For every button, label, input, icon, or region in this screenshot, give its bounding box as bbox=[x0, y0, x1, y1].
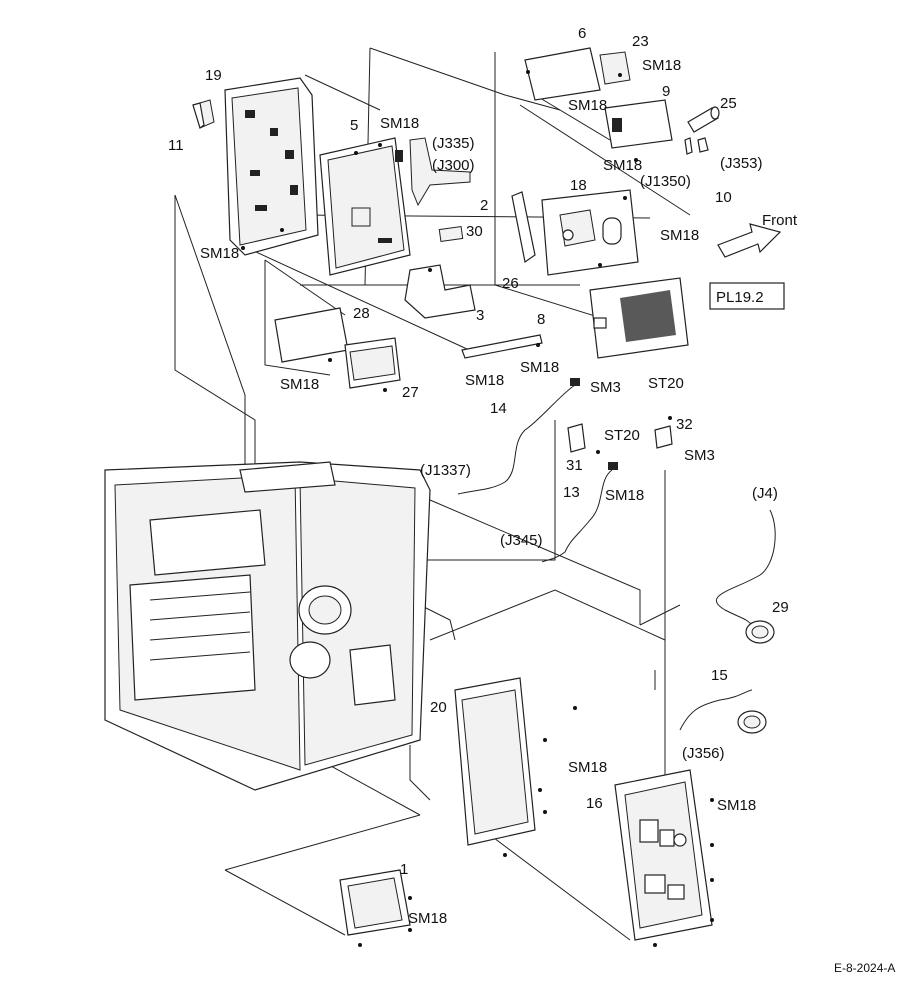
part-25-10 bbox=[684, 106, 720, 155]
part-6-23-bracket bbox=[524, 47, 631, 101]
screw-label: SM18 bbox=[520, 359, 559, 376]
part-31-32 bbox=[567, 416, 673, 454]
label-16: 16 bbox=[586, 795, 603, 812]
label-3: 3 bbox=[476, 307, 484, 324]
label-14: 14 bbox=[490, 400, 507, 417]
screw-label: SM18 bbox=[380, 115, 419, 132]
screw-label: SM18 bbox=[568, 759, 607, 776]
label-32: 32 bbox=[676, 416, 693, 433]
figure-id: E-8-2024-A bbox=[834, 961, 895, 975]
speaker-29 bbox=[716, 509, 776, 644]
label-27: 27 bbox=[402, 384, 419, 401]
screw-label: SM3 bbox=[684, 447, 715, 464]
label-5: 5 bbox=[350, 117, 358, 134]
part-20-plate bbox=[454, 677, 577, 857]
screw-label: SM18 bbox=[200, 245, 239, 262]
screw-label: ST20 bbox=[604, 427, 640, 444]
label-25: 25 bbox=[720, 95, 737, 112]
part-9-board bbox=[604, 99, 673, 162]
label-13: 13 bbox=[563, 484, 580, 501]
connector-labels: (J335) (J300) (J353) (J1350) (J1337) (J3… bbox=[420, 135, 778, 762]
connector-label: (J4) bbox=[752, 485, 778, 502]
machine-body bbox=[104, 461, 431, 791]
label-19: 19 bbox=[205, 67, 222, 84]
front-label: Front bbox=[762, 212, 798, 229]
screw-label: SM18 bbox=[603, 157, 642, 174]
ref-box-label: PL19.2 bbox=[716, 289, 764, 306]
screw-label: SM3 bbox=[590, 379, 621, 396]
screw-label: ST20 bbox=[648, 375, 684, 392]
part-18-shield bbox=[541, 189, 639, 276]
connector-label: (J353) bbox=[720, 155, 763, 172]
label-26: 26 bbox=[502, 275, 519, 292]
ref-box-frame bbox=[709, 282, 785, 310]
label-9: 9 bbox=[662, 83, 670, 100]
label-29: 29 bbox=[772, 599, 789, 616]
part-number-labels: 19 11 5 2 30 3 6 23 9 25 10 18 26 28 27 … bbox=[168, 25, 789, 878]
speaker-15 bbox=[679, 689, 767, 734]
part-26 bbox=[511, 191, 536, 264]
cover-pl19-2 bbox=[589, 277, 689, 359]
label-10: 10 bbox=[715, 189, 732, 206]
label-31: 31 bbox=[566, 457, 583, 474]
label-8: 8 bbox=[537, 311, 545, 328]
connector-label: (J335) bbox=[432, 135, 475, 152]
part-11 bbox=[192, 99, 215, 129]
screw-label: SM18 bbox=[568, 97, 607, 114]
part-2-cable bbox=[409, 137, 471, 207]
screw-label: SM18 bbox=[465, 372, 504, 389]
screw-label: SM18 bbox=[605, 487, 644, 504]
screw-label: SM18 bbox=[660, 227, 699, 244]
front-arrow-icon bbox=[717, 223, 782, 258]
label-6: 6 bbox=[578, 25, 586, 42]
label-23: 23 bbox=[632, 33, 649, 50]
label-2: 2 bbox=[480, 197, 488, 214]
connector-label: (J1350) bbox=[640, 173, 691, 190]
label-1: 1 bbox=[400, 861, 408, 878]
label-18: 18 bbox=[570, 177, 587, 194]
part-19-frame bbox=[224, 77, 319, 256]
part-3-bracket bbox=[404, 264, 476, 319]
label-20: 20 bbox=[430, 699, 447, 716]
screw-label: SM18 bbox=[642, 57, 681, 74]
part-5-board bbox=[319, 137, 411, 276]
harness-14-13 bbox=[457, 378, 618, 563]
connector-label: (J345) bbox=[500, 532, 543, 549]
part-8-bar bbox=[461, 334, 543, 359]
label-11: 11 bbox=[168, 137, 184, 154]
screw-label: SM18 bbox=[280, 376, 319, 393]
connector-label: (J300) bbox=[432, 157, 475, 174]
screw-label: SM18 bbox=[717, 797, 756, 814]
label-30: 30 bbox=[466, 223, 483, 240]
part-16-psu bbox=[614, 769, 714, 947]
screw-labels: SM18 SM18 SM18 SM18 SM18 SM18 SM18 SM18 … bbox=[200, 57, 756, 927]
screw-label: SM18 bbox=[408, 910, 447, 927]
part-28-27 bbox=[274, 307, 401, 392]
part-1-bracket bbox=[339, 869, 412, 947]
label-15: 15 bbox=[711, 667, 728, 684]
label-28: 28 bbox=[353, 305, 370, 322]
part-30 bbox=[438, 225, 464, 243]
connector-label: (J356) bbox=[682, 745, 725, 762]
connector-label: (J1337) bbox=[420, 462, 471, 479]
